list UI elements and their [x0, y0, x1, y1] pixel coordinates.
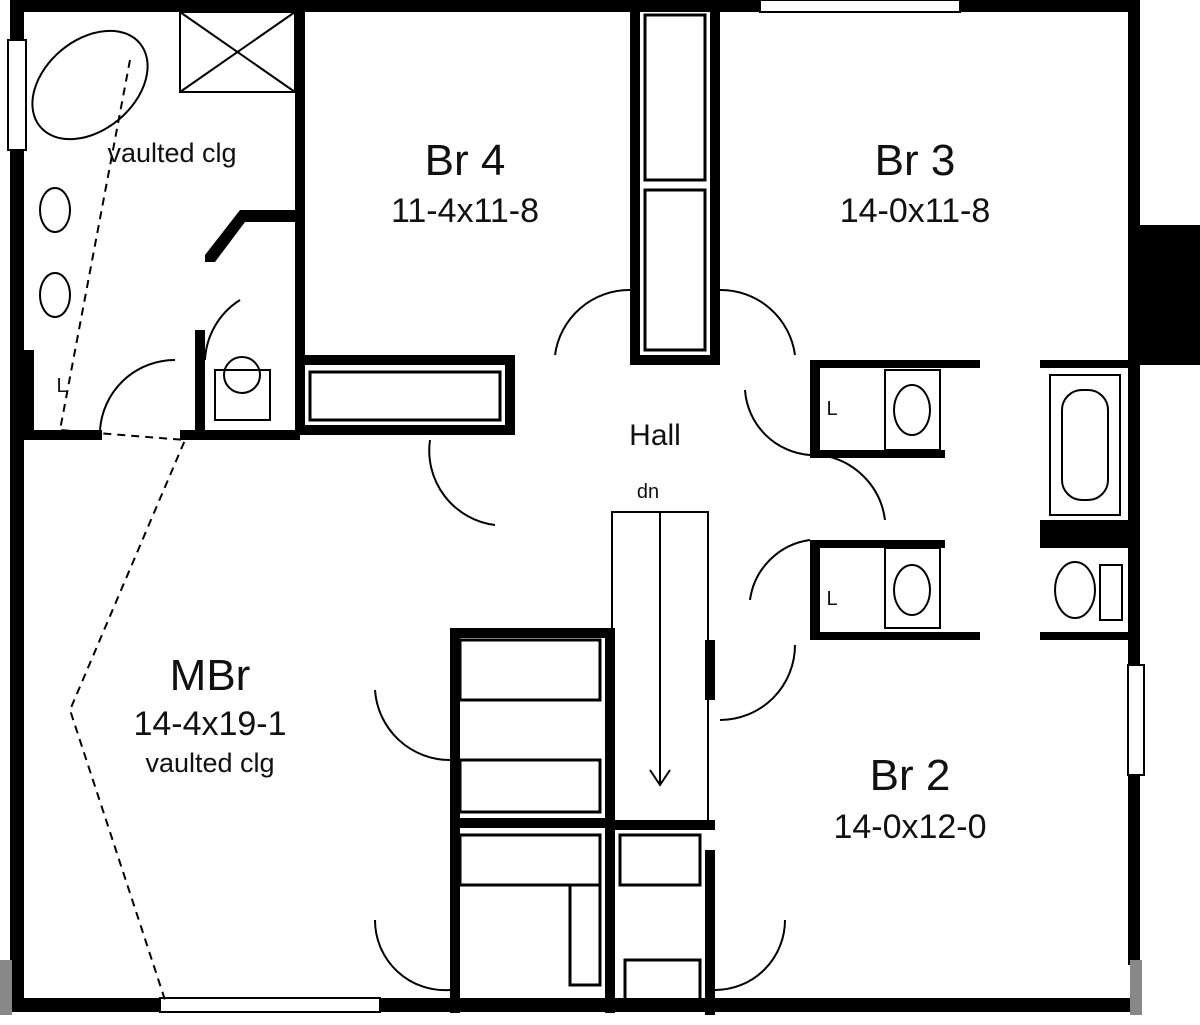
linen-closet-label: L	[826, 398, 837, 420]
master-bath-note: vaulted clg	[107, 138, 236, 168]
br4-size: 11-4x11-8	[391, 192, 539, 230]
linen-closet-label: L	[56, 375, 67, 397]
mbr-name: MBr	[170, 651, 251, 700]
vaulted-ceiling-line	[58, 59, 187, 1001]
br2-size: 14-0x12-0	[833, 808, 986, 846]
mbr-size: 14-4x19-1	[133, 705, 286, 743]
chimney	[1140, 225, 1200, 365]
br2-name: Br 2	[870, 751, 951, 800]
hall-name: Hall	[629, 419, 681, 452]
windows	[7, 0, 1145, 1013]
br4-name: Br 4	[425, 136, 506, 185]
door-swings	[99, 288, 886, 992]
linen-closet-label: L	[826, 588, 837, 610]
mbr-note: vaulted clg	[145, 748, 274, 778]
closet-shelving	[308, 13, 707, 1002]
interior-walls	[22, 0, 1130, 1015]
br3-name: Br 3	[875, 136, 956, 185]
br3-size: 14-0x11-8	[840, 192, 991, 230]
staircase	[611, 511, 709, 828]
stair-down-label: dn	[637, 481, 659, 503]
bath-fixtures	[31, 11, 1123, 629]
